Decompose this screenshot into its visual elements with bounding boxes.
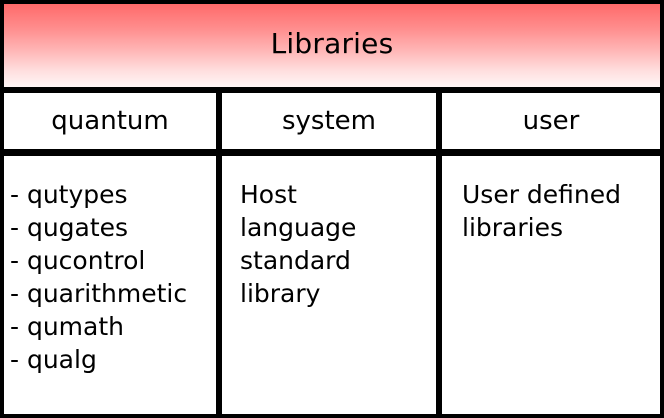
title-band: Libraries	[4, 4, 660, 93]
system-library-description: Host language standard library	[240, 180, 357, 308]
column-header-row: quantum system user	[4, 93, 660, 156]
column-header-quantum: quantum	[4, 93, 222, 149]
column-header-quantum-label: quantum	[51, 106, 169, 136]
column-header-user-label: user	[522, 106, 580, 136]
column-header-system: system	[222, 93, 442, 149]
column-header-system-label: system	[282, 106, 376, 136]
quantum-library-list: - qutypes - qugates - qucontrol - quarit…	[10, 178, 212, 376]
column-body-system: Host language standard library	[222, 156, 442, 414]
column-body-row: - qutypes - qugates - qucontrol - quarit…	[4, 156, 660, 414]
list-item: - qutypes	[10, 180, 128, 209]
diagram-title: Libraries	[270, 26, 394, 60]
list-item: - qucontrol	[10, 246, 146, 275]
list-item: - qualg	[10, 345, 97, 374]
column-header-user: user	[442, 93, 660, 149]
column-body-quantum: - qutypes - qugates - qucontrol - quarit…	[4, 156, 222, 414]
list-item: - quarithmetic	[10, 279, 188, 308]
list-item: - qugates	[10, 213, 129, 242]
column-body-user: User defined libraries	[442, 156, 660, 414]
user-library-description: User defined libraries	[462, 180, 622, 242]
list-item: - qumath	[10, 312, 125, 341]
